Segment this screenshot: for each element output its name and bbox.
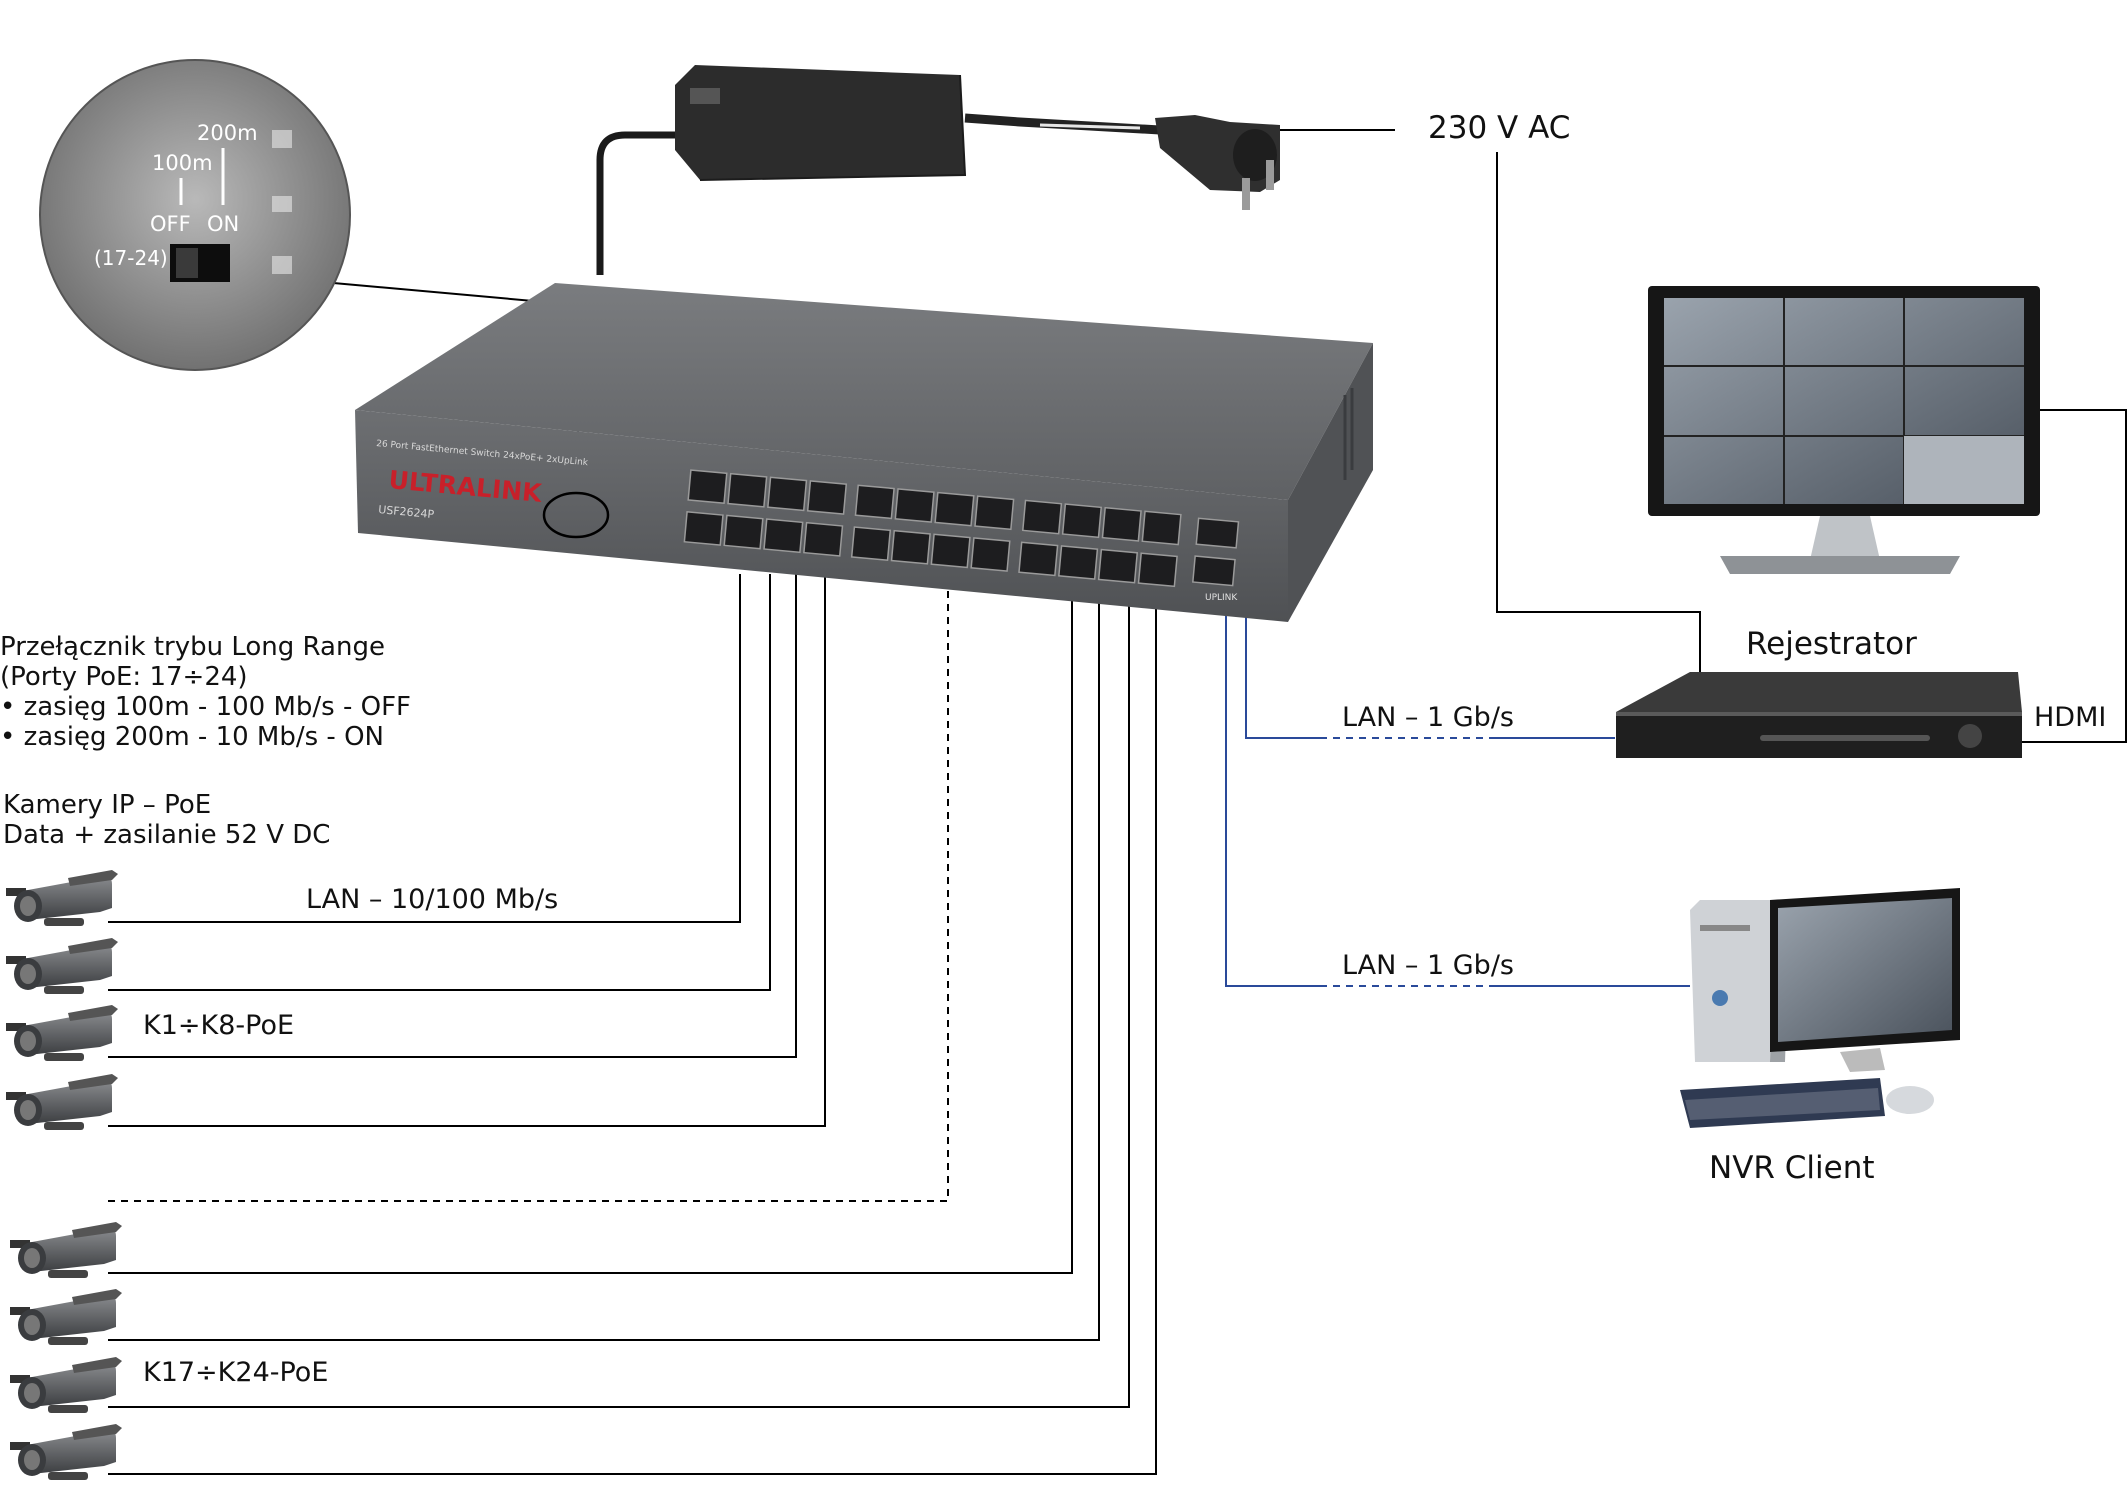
uplink-dashes bbox=[1320, 737, 1495, 987]
cameras-note: Kamery IP – PoE Data + zasilanie 52 V DC bbox=[3, 790, 330, 850]
lan-client-label: LAN – 1 Gb/s bbox=[1342, 950, 1514, 981]
connection-lines bbox=[108, 129, 2127, 1475]
inset-ports: (17-24) bbox=[94, 246, 168, 270]
lan-cameras-label: LAN – 10/100 Mb/s bbox=[306, 884, 559, 915]
dip-switch-inset-icon: 200m 100m OFF ON (17-24) bbox=[39, 59, 351, 371]
power-plug-icon bbox=[1155, 115, 1280, 210]
camera-group-2 bbox=[10, 1222, 122, 1480]
ip-camera-icon bbox=[10, 1424, 122, 1480]
monitor-icon bbox=[1648, 286, 2040, 574]
lan-recorder-label: LAN – 1 Gb/s bbox=[1342, 702, 1514, 733]
cameras-note-power: Data + zasilanie 52 V DC bbox=[3, 820, 331, 850]
inset-200m: 200m bbox=[197, 121, 258, 145]
inset-off: OFF bbox=[150, 212, 191, 236]
ip-camera-icon bbox=[6, 1005, 118, 1061]
switch-model: USF2624P bbox=[378, 503, 435, 521]
long-range-title: Przełącznik trybu Long Range bbox=[0, 632, 385, 662]
ip-camera-icon bbox=[10, 1289, 122, 1345]
dashed-lines bbox=[108, 574, 949, 1475]
client-label: NVR Client bbox=[1709, 1150, 1875, 1186]
ip-camera-icon bbox=[6, 870, 118, 926]
inset-on: ON bbox=[207, 212, 239, 236]
ip-camera-icon bbox=[10, 1222, 122, 1278]
camera-group-1 bbox=[6, 870, 118, 1130]
long-range-ports: (Porty PoE: 17÷24) bbox=[0, 662, 248, 692]
network-switch-icon: 26 Port FastEthernet Switch 24xPoE+ 2xUp… bbox=[355, 283, 1373, 622]
ip-camera-icon bbox=[6, 1074, 118, 1130]
group2-label: K17÷K24-PoE bbox=[143, 1357, 329, 1388]
uplink-lines bbox=[1225, 612, 1690, 987]
long-range-on: • zasięg 200m - 10 Mb/s - ON bbox=[0, 722, 384, 752]
ip-camera-icon bbox=[6, 938, 118, 994]
power-adapter-icon bbox=[596, 65, 1161, 275]
cameras-note-title: Kamery IP – PoE bbox=[3, 790, 212, 820]
uplink-label: UPLINK bbox=[1205, 593, 1238, 603]
long-range-note: Przełącznik trybu Long Range (Porty PoE:… bbox=[0, 632, 411, 752]
pc-workstation-icon bbox=[1680, 888, 1960, 1128]
long-range-off: • zasięg 100m - 100 Mb/s - OFF bbox=[0, 692, 411, 722]
hdmi-label: HDMI bbox=[2034, 702, 2107, 733]
nvr-recorder-icon bbox=[1616, 672, 2022, 758]
group1-label: K1÷K8-PoE bbox=[143, 1010, 295, 1041]
power-label: 230 V AC bbox=[1428, 110, 1571, 146]
recorder-label: Rejestrator bbox=[1746, 626, 1917, 662]
ip-camera-icon bbox=[10, 1357, 122, 1413]
inset-100m: 100m bbox=[152, 151, 213, 175]
